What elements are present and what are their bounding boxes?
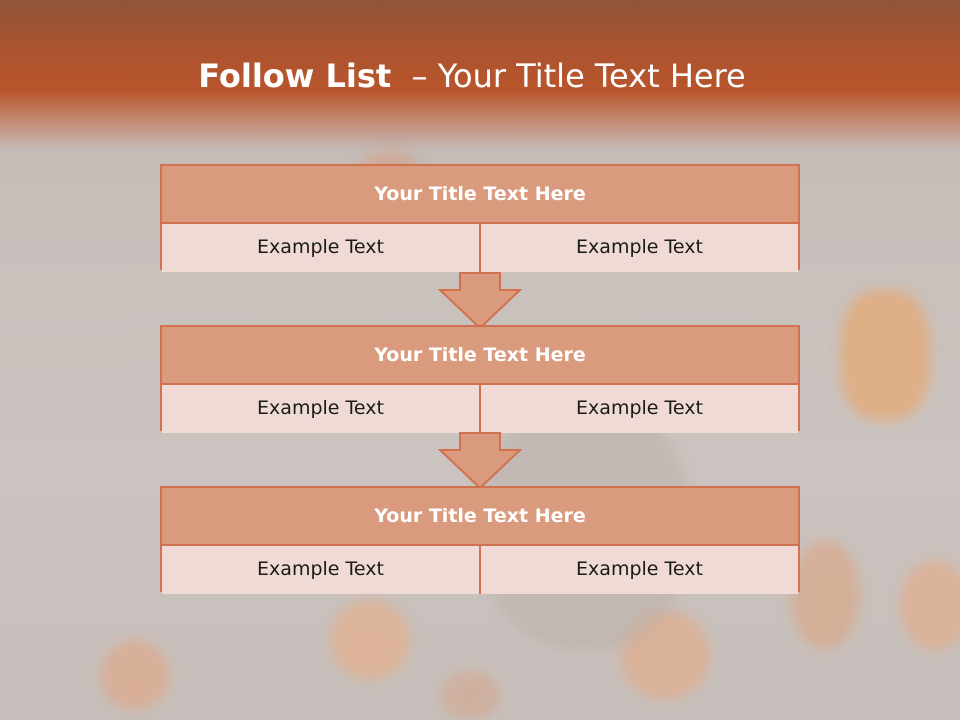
step-box-2: Your Title Text Here Example Text Exampl… [160, 325, 800, 433]
step-cell-right: Example Text [479, 546, 798, 594]
step-title: Your Title Text Here [162, 488, 798, 546]
slide-title: Follow List – Your Title Text Here [0, 52, 944, 100]
step-title: Your Title Text Here [162, 327, 798, 385]
step-row: Example Text Example Text [162, 546, 798, 594]
bokeh-light [100, 640, 170, 710]
bokeh-light [440, 670, 500, 720]
step-row: Example Text Example Text [162, 224, 798, 272]
title-rest: – Your Title Text Here [391, 57, 746, 95]
down-arrow-icon [438, 272, 522, 330]
step-cell-right: Example Text [479, 224, 798, 272]
step-cell-left: Example Text [162, 546, 479, 594]
bokeh-light [900, 560, 960, 650]
step-row: Example Text Example Text [162, 385, 798, 433]
step-box-1: Your Title Text Here Example Text Exampl… [160, 164, 800, 272]
step-cell-right: Example Text [479, 385, 798, 433]
down-arrow-icon [438, 432, 522, 490]
step-cell-left: Example Text [162, 224, 479, 272]
step-box-3: Your Title Text Here Example Text Exampl… [160, 486, 800, 594]
step-title: Your Title Text Here [162, 166, 798, 224]
step-cell-left: Example Text [162, 385, 479, 433]
title-bold: Follow List [198, 57, 392, 95]
bokeh-light [790, 540, 860, 650]
header-band [0, 0, 960, 150]
bokeh-light [330, 600, 410, 680]
bokeh-bulb [840, 290, 930, 420]
